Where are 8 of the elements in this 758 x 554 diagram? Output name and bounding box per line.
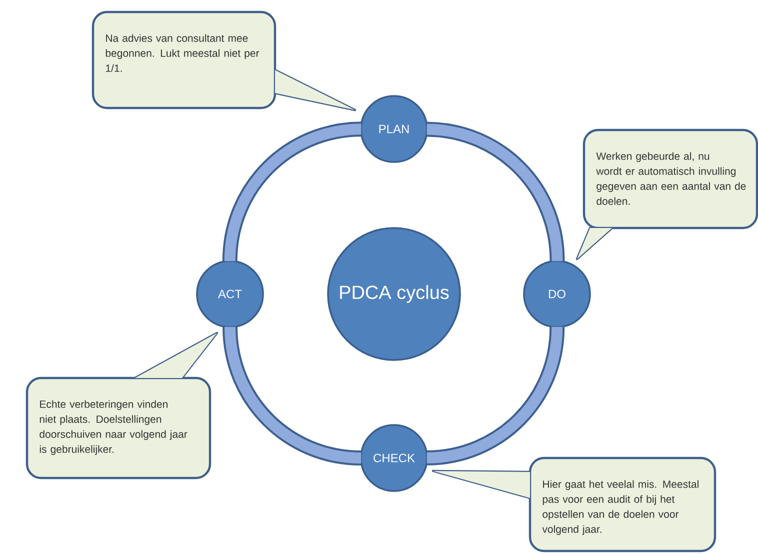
speech-bubble: Echte verbeteringen vinden niet plaats. Doelstellingen doorschuiven naar volgend jaar is gebruikelijker. [26, 332, 218, 480]
speech-bubble: Werken gebeurde al, nu wordt er automatisch invulling gegeven aan een aantal van de doelen. [576, 128, 758, 260]
speech-bubble: Hier gaat het veelal mis. Meestal pas voor een audit of bij het opstellen van de doelen voor volgend jaar. [432, 456, 716, 552]
ring-segment [426, 122, 565, 262]
speech-bubble: Na advies van consultant mee begonnen. Lukt meestal niet per 1/1. [92, 10, 356, 112]
ring-segment [222, 326, 362, 466]
ring-segment [426, 326, 565, 466]
ring-segment [222, 122, 362, 262]
